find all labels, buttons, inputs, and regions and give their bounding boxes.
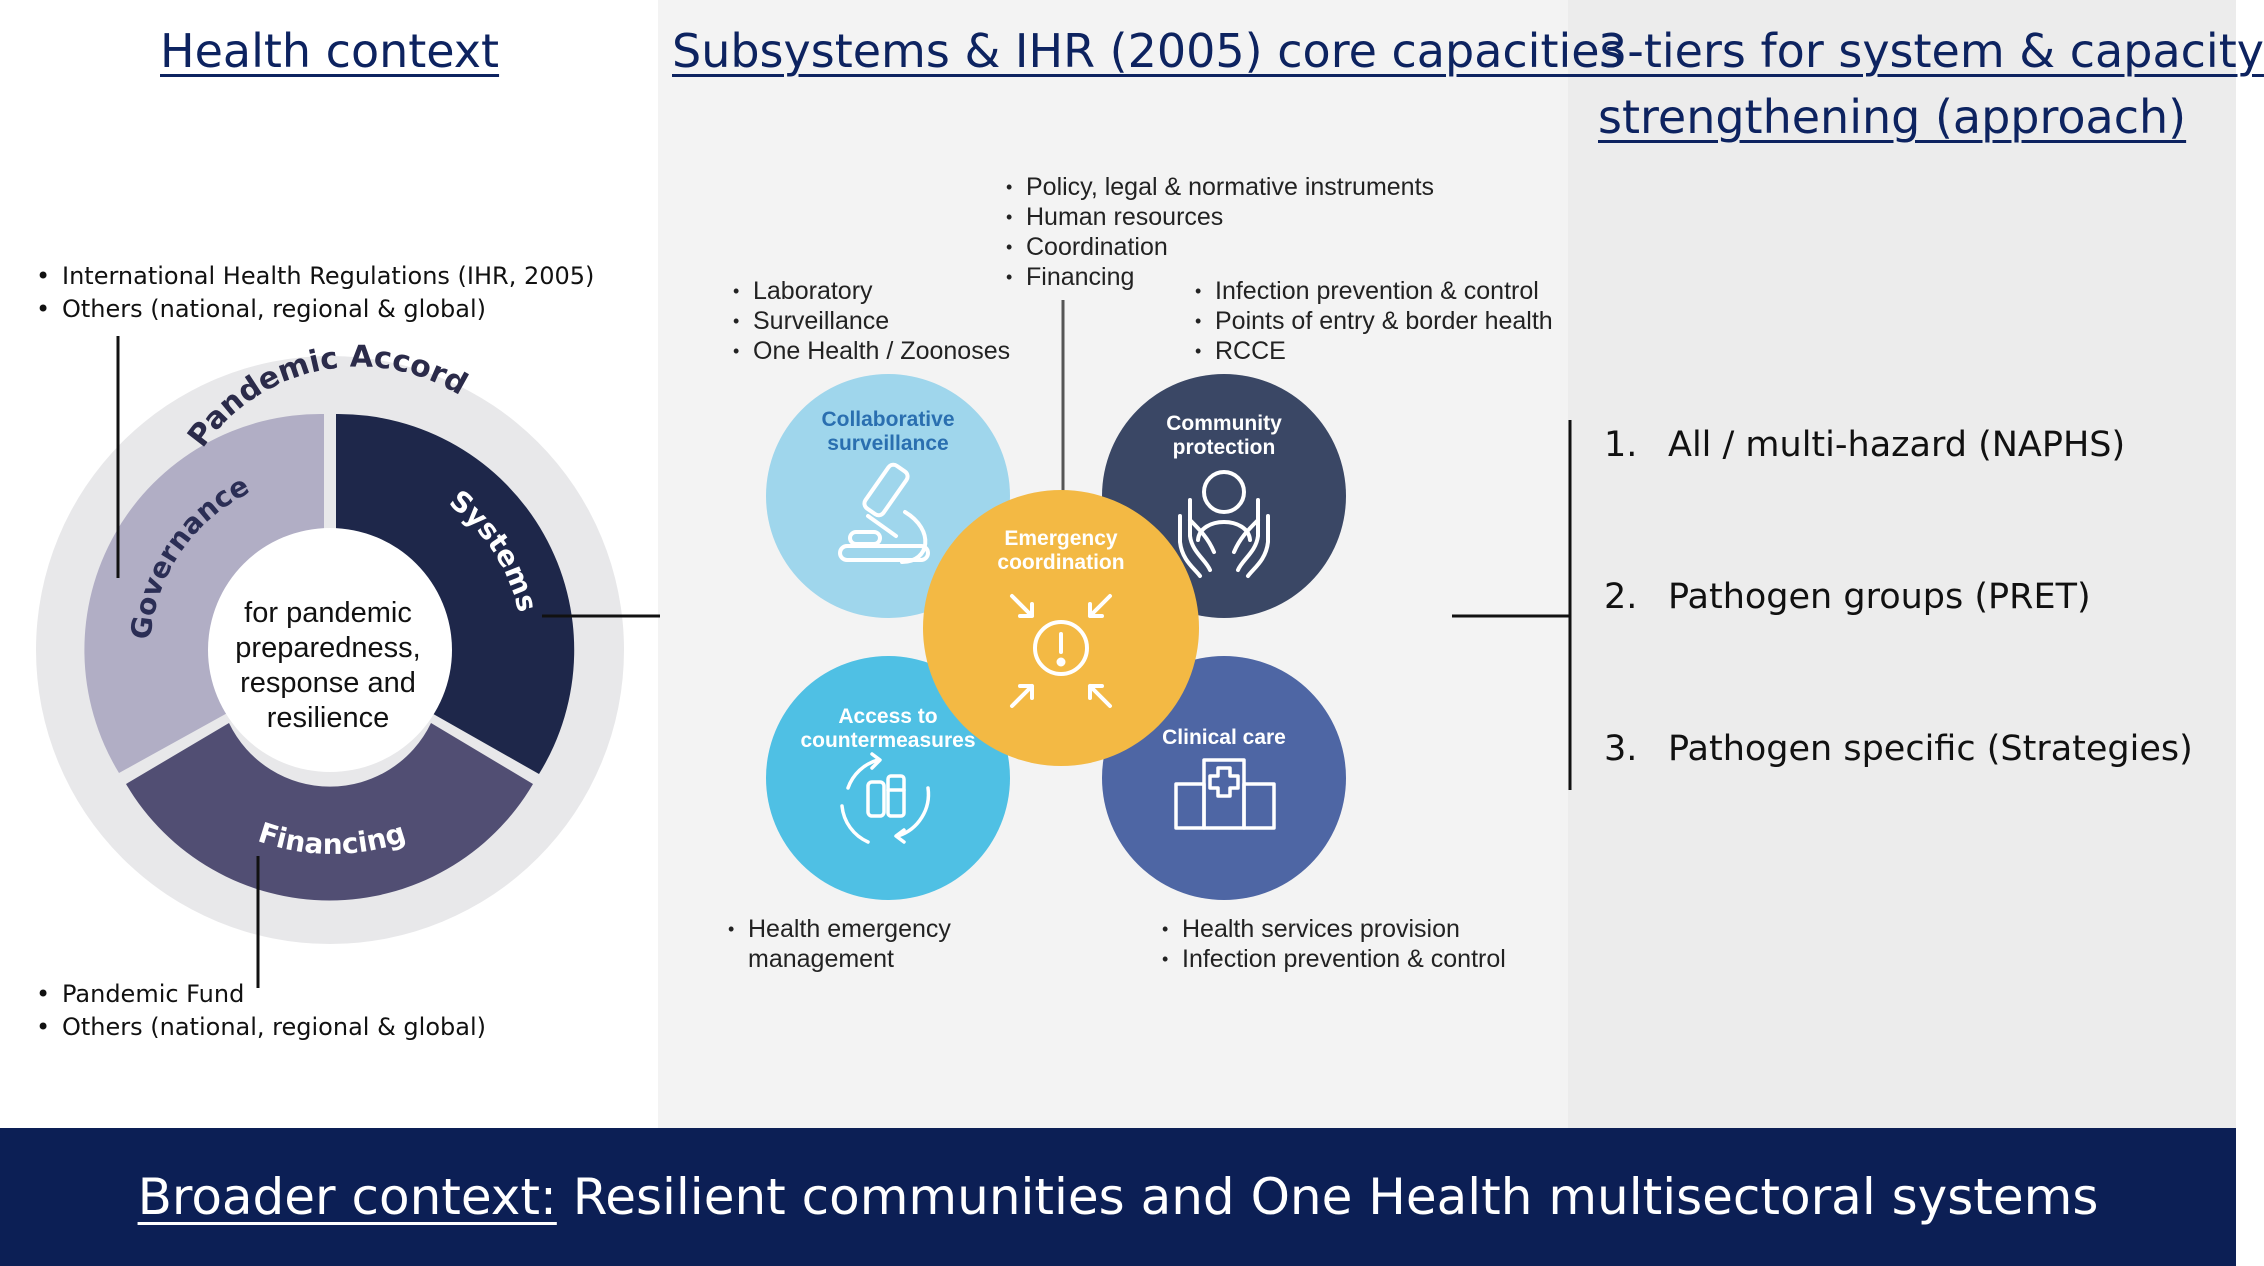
footer-label: Broader context:: [137, 1168, 557, 1226]
list-item: Pandemic Fund: [36, 978, 486, 1011]
center-text-line: for pandemic: [244, 597, 412, 629]
subsystems-heading: Subsystems & IHR (2005) core capacities: [672, 24, 1624, 78]
governance-segment: [84, 413, 324, 773]
community-protection-list: Infection prevention & control Points of…: [1195, 276, 1553, 366]
financing-instruments-list: Pandemic Fund Others (national, regional…: [36, 978, 486, 1044]
medicine-cycle-icon: [840, 752, 931, 844]
health-context-heading: Health context: [160, 24, 500, 78]
list-item: Infection prevention & control: [1162, 944, 1506, 974]
community-circle-label: Community: [1166, 412, 1282, 435]
center-text-line: preparedness,: [235, 632, 420, 664]
clinical-care-list: Health services provision Infection prev…: [1162, 914, 1506, 974]
community-circle-label: protection: [1173, 436, 1276, 459]
clinical-circle-label: Clinical care: [1162, 726, 1286, 749]
surveillance-circle-label: surveillance: [827, 432, 948, 455]
center-text-line: response and: [240, 667, 416, 699]
tiers-panel: [1568, 0, 2236, 1128]
countermeasures-circle-label: countermeasures: [800, 729, 975, 752]
list-item: One Health / Zoonoses: [733, 336, 1010, 366]
tier-item: 3.Pathogen specific (Strategies): [1604, 729, 2193, 769]
broader-context-footer: Broader context: Resilient communities a…: [0, 1128, 2236, 1266]
center-text-line: resilience: [267, 702, 390, 734]
countermeasures-list: Health emergency management: [728, 914, 968, 974]
alert-icon: [1010, 594, 1112, 708]
tier-item: 1.All / multi-hazard (NAPHS): [1604, 425, 2126, 465]
tier-item: 2.Pathogen groups (PRET): [1604, 577, 2091, 617]
ring-center: [208, 528, 452, 772]
list-item: Others (national, regional & global): [36, 1011, 486, 1044]
emergency-circle-label: coordination: [997, 551, 1124, 574]
hands-person-icon: [1178, 470, 1270, 578]
list-item: Points of entry & border health: [1195, 306, 1553, 336]
collaborative-surveillance-list: Laboratory Surveillance One Health / Zoo…: [733, 276, 1010, 366]
list-item: Human resources: [1006, 202, 1434, 232]
ring-center-text: for pandemic preparedness, response and …: [235, 597, 420, 734]
financing-segment: [126, 723, 533, 901]
list-item: Laboratory: [733, 276, 1010, 306]
list-item: Surveillance: [733, 306, 1010, 336]
emergency-circle-label: Emergency: [1004, 527, 1118, 550]
surveillance-circle-label: Collaborative: [821, 408, 954, 431]
list-item: Health services provision: [1162, 914, 1506, 944]
list-item: International Health Regulations (IHR, 2…: [36, 260, 594, 293]
list-item: RCCE: [1195, 336, 1553, 366]
list-item: Health emergency management: [728, 914, 968, 974]
systems-segment: [336, 413, 575, 774]
tiers-heading-line1: 3-tiers for system & capacity: [1598, 24, 2264, 78]
list-item: Others (national, regional & global): [36, 293, 594, 326]
tiers-heading-line2: strengthening (approach): [1598, 90, 2187, 144]
list-item: Coordination: [1006, 232, 1434, 262]
countermeasures-circle-label: Access to: [838, 705, 937, 728]
governance-instruments-list: International Health Regulations (IHR, 2…: [36, 260, 594, 326]
footer-text: Resilient communities and One Health mul…: [556, 1168, 2099, 1226]
microscope-icon: [838, 462, 930, 564]
tiers-list: 1.All / multi-hazard (NAPHS) 2.Pathogen …: [1604, 420, 2193, 876]
emergency-coordination-circle: [923, 490, 1199, 766]
hospital-icon: [1174, 758, 1276, 830]
list-item: Infection prevention & control: [1195, 276, 1553, 306]
list-item: Policy, legal & normative instruments: [1006, 172, 1434, 202]
